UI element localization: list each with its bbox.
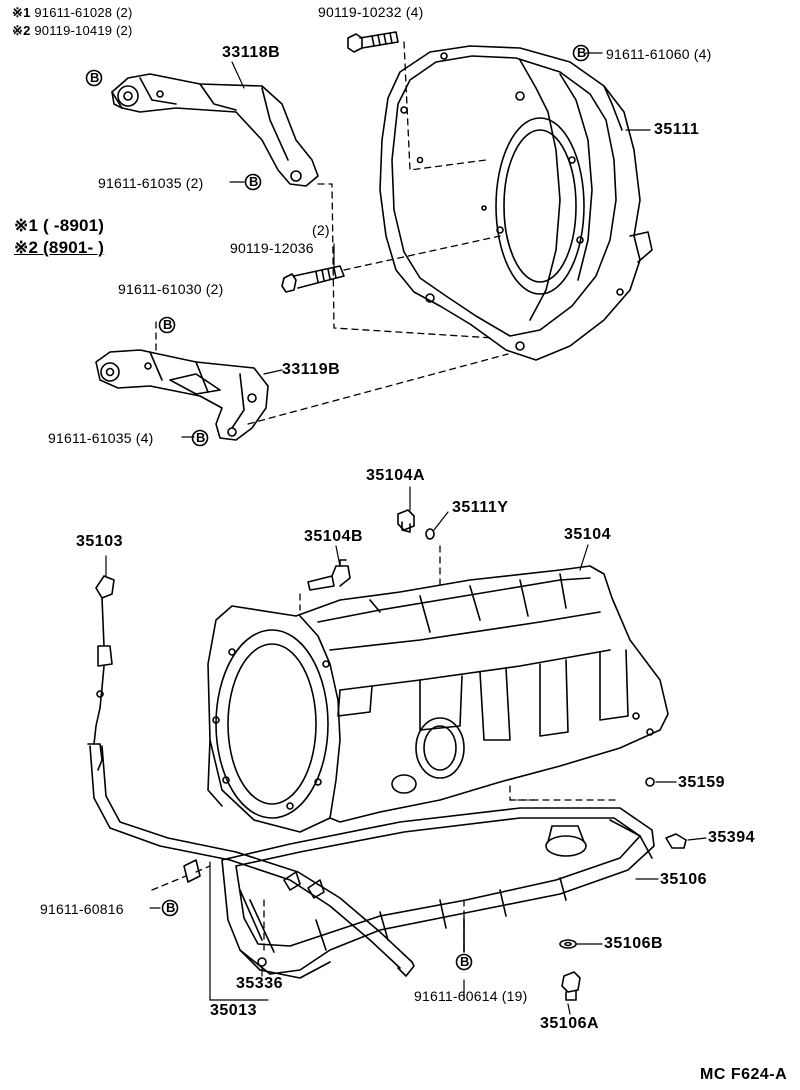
label-35159: 35159 xyxy=(678,774,725,791)
note-1-text: 91611-61028 (2) xyxy=(34,5,133,20)
label-33119B: 33119B xyxy=(282,361,341,378)
label-35104A: 35104A xyxy=(366,467,426,484)
label-35104B: 35104B xyxy=(304,528,364,545)
plug-35104A xyxy=(397,509,415,533)
bolt-90119-12036 xyxy=(281,265,345,293)
bracket-33118B xyxy=(111,73,319,187)
label-35394: 35394 xyxy=(708,829,755,846)
label-35013: 35013 xyxy=(210,1002,257,1019)
drain-plug-35106A xyxy=(561,971,581,1001)
legend-2-symbol: ※2 xyxy=(14,238,39,257)
dipstick-tube-35013 xyxy=(87,743,415,977)
label-35104: 35104 xyxy=(564,526,611,543)
bolt-badge-icon xyxy=(85,69,103,87)
label-91611-61035-4: 91611-61035 (4) xyxy=(48,430,154,446)
bolt-badge-letter: B xyxy=(577,45,587,60)
legend-1-symbol: ※1 xyxy=(14,216,39,235)
label-90119-10232: 90119-10232 (4) xyxy=(318,4,424,20)
legend-2: ※2 (8901- ) xyxy=(14,238,105,257)
label-35106B: 35106B xyxy=(604,935,664,952)
o-ring-35111Y xyxy=(425,528,435,540)
bolt-badge-icon xyxy=(161,899,179,917)
solid-leader-lines xyxy=(105,52,707,1015)
legend-1-range: ( -8901) xyxy=(43,216,105,235)
bolt-badge-icon xyxy=(455,953,473,971)
elbow-35104B xyxy=(307,559,351,591)
label-90119-12036: 90119-12036 xyxy=(230,240,314,256)
note-2-text: 90119-10419 (2) xyxy=(34,23,133,38)
bolt-badge-letter: B xyxy=(460,954,470,969)
label-91611-60816: 91611-60816 xyxy=(40,901,124,917)
label-qty-2: (2) xyxy=(312,222,330,238)
label-35103: 35103 xyxy=(76,533,123,550)
gasket-35106B xyxy=(559,939,577,949)
label-35336: 35336 xyxy=(236,975,283,992)
label-91611-60614: 91611-60614 (19) xyxy=(414,988,528,1004)
note-1-symbol: ※1 xyxy=(12,5,31,20)
bolt-badge-icon xyxy=(572,44,590,62)
bolt-badge-letter: B xyxy=(90,70,100,85)
bolt-badge-icon xyxy=(158,316,176,334)
bolt-badge-icon xyxy=(244,173,262,191)
bracket-33119B xyxy=(95,349,269,441)
legend-2-range: (8901- ) xyxy=(43,238,105,257)
plug-35159 xyxy=(645,777,655,787)
figure-code: MC F624-A xyxy=(700,1066,788,1083)
note-1: ※1 91611-61028 (2) xyxy=(12,5,133,21)
label-91611-61030: 91611-61030 (2) xyxy=(118,281,224,297)
bolt-badge-letter: B xyxy=(163,317,173,332)
label-91611-61060: 91611-61060 (4) xyxy=(606,46,712,62)
dipstick-35103 xyxy=(93,575,115,745)
label-35106A: 35106A xyxy=(540,1015,600,1032)
label-35106: 35106 xyxy=(660,871,707,888)
note-2: ※2 90119-10419 (2) xyxy=(12,23,133,39)
label-35111: 35111 xyxy=(654,121,700,138)
label-91611-61035-2: 91611-61035 (2) xyxy=(98,175,204,191)
bolt-badge-icon xyxy=(191,429,209,447)
gasket-35394 xyxy=(665,833,687,849)
o-ring-35336 xyxy=(257,957,267,967)
bolt-badge-letter: B xyxy=(249,174,259,189)
transmission-case-35104 xyxy=(207,565,669,833)
oil-pan-35106 xyxy=(221,807,655,979)
converter-housing-35111 xyxy=(379,45,653,361)
bolt-badge-letter: B xyxy=(196,430,206,445)
label-35111Y: 35111Y xyxy=(452,499,509,516)
bolt-90119-10232 xyxy=(347,31,399,53)
legend-1: ※1 ( -8901) xyxy=(14,216,105,235)
note-2-symbol: ※2 xyxy=(12,23,31,38)
bolt-badge-letter: B xyxy=(166,900,176,915)
label-33118B: 33118B xyxy=(222,44,281,61)
